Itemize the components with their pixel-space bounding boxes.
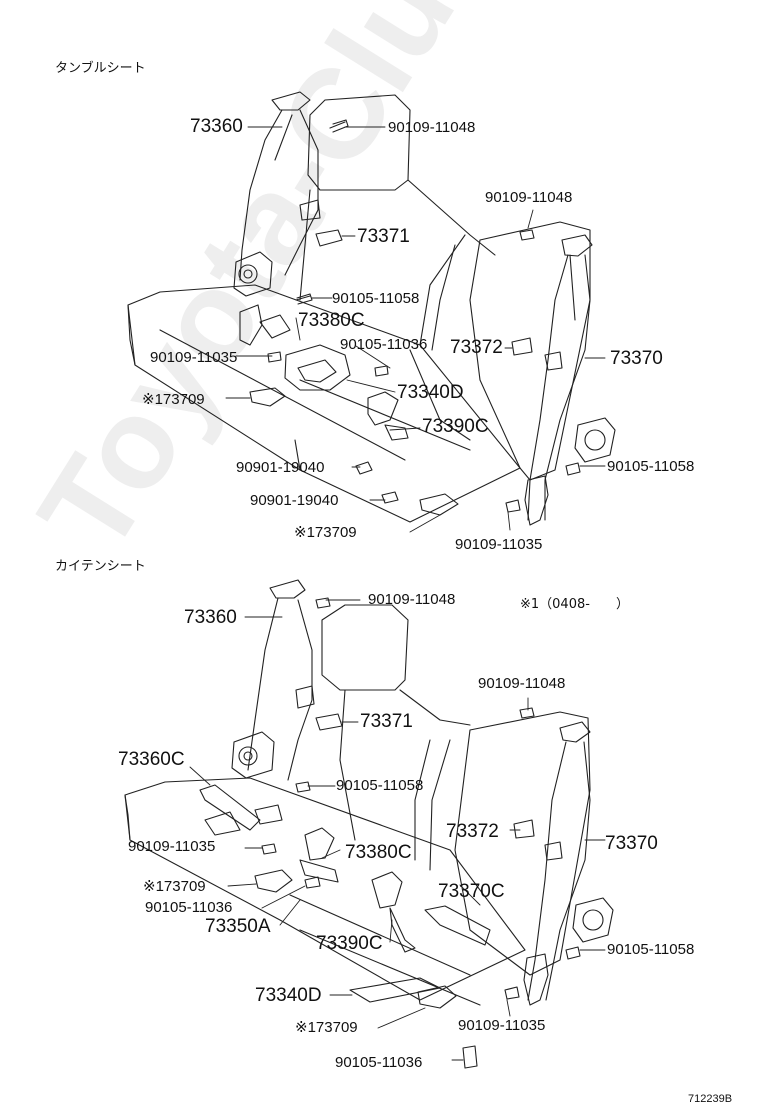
part-label: 73360C [118, 749, 185, 770]
part-label: 90109-11035 [455, 536, 543, 553]
part-label: ※173709 [295, 1019, 358, 1036]
part-label: 90105-11058 [607, 458, 695, 475]
part-label: 90109-11048 [485, 189, 573, 206]
part-label: 73371 [360, 711, 413, 732]
part-label: 90109-11048 [368, 591, 456, 608]
leader-lines [189, 126, 606, 1061]
part-label: 90109-11048 [388, 119, 476, 136]
part-label: 73340D [397, 382, 464, 403]
part-label: 73360 [184, 607, 237, 628]
section-title-tumble-seat: タンブルシート [55, 61, 146, 76]
part-label: ※173709 [143, 878, 206, 895]
part-label: 90105-11036 [145, 899, 233, 916]
part-label: 73390C [316, 933, 383, 954]
part-label: 73370C [438, 881, 505, 902]
part-label: 73390C [422, 416, 489, 437]
part-label: 73372 [450, 337, 503, 358]
part-label: 90105-11036 [340, 336, 428, 353]
top-seat-diagram [127, 91, 616, 526]
part-label: 73371 [357, 226, 410, 247]
part-label: ※173709 [294, 524, 357, 541]
part-label: 73340D [255, 985, 322, 1006]
part-label: 73380C [298, 310, 365, 331]
part-label: 90105-11036 [335, 1054, 423, 1071]
part-label: 90901-19040 [250, 492, 339, 509]
part-label: 90109-11035 [150, 349, 238, 366]
part-label: 73380C [345, 842, 412, 863]
part-label: 90901-19040 [236, 459, 325, 476]
part-label: 90105-11058 [332, 290, 420, 307]
part-label: 73372 [446, 821, 499, 842]
part-label: 73370 [610, 348, 663, 369]
part-label: 90109-11035 [128, 838, 216, 855]
part-label: 90109-11048 [478, 675, 566, 692]
bottom-seat-diagram [124, 579, 614, 1069]
part-label: 90105-11058 [336, 777, 424, 794]
part-label: 73350A [205, 916, 271, 937]
applicability-note: ※1（0408- ） [520, 597, 629, 612]
part-label: 90105-11058 [607, 941, 695, 958]
section-title-rotating-seat: カイテンシート [55, 559, 146, 574]
part-label: ※173709 [142, 391, 205, 408]
part-label: 73370 [605, 833, 658, 854]
figure-id: 712239B [688, 1093, 733, 1105]
part-label: 73360 [190, 116, 243, 137]
part-label: 90109-11035 [458, 1017, 546, 1034]
